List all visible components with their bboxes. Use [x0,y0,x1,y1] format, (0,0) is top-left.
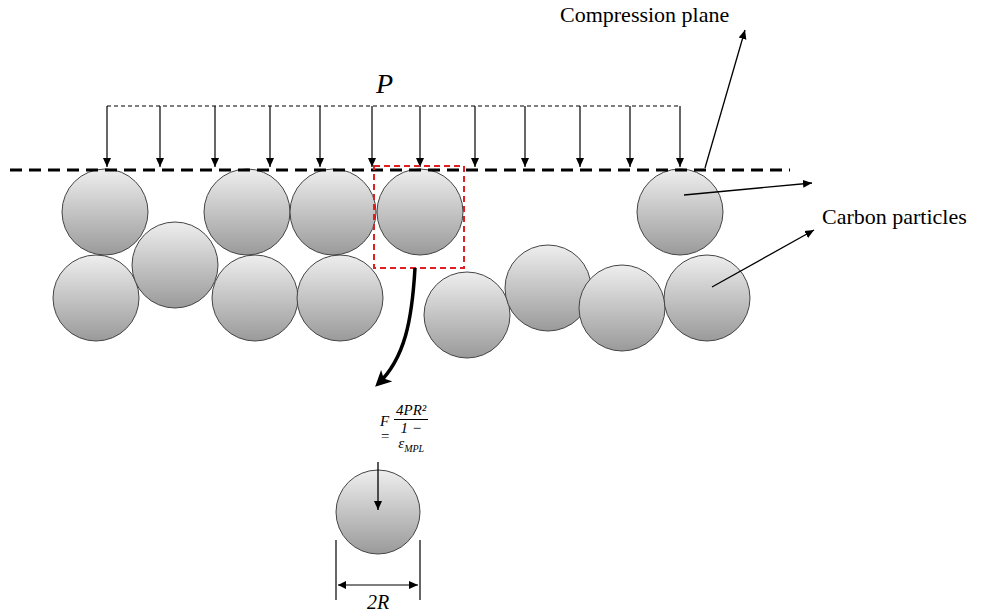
highlight-box [374,166,464,268]
zoom-arrow [378,268,415,384]
formula-fraction: 4PR²1 − εMPL [394,402,428,455]
dimension [336,540,420,600]
carbon-particles [53,169,750,358]
formula-numerator: 4PR² [394,402,428,420]
formula-lhs: F = [380,414,390,444]
plane-label: Compression plane [560,4,729,26]
leader-lines [684,30,814,287]
formula-denominator: 1 − εMPL [394,420,428,455]
compression-plane [10,169,790,172]
particle-label: Carbon particles [822,206,967,228]
force-arrow [377,462,378,510]
dimension-label: 2R [367,592,389,612]
pressure-arrows [107,106,680,167]
formula-subscript: MPL [404,443,424,454]
pressure-label: P [376,70,393,98]
